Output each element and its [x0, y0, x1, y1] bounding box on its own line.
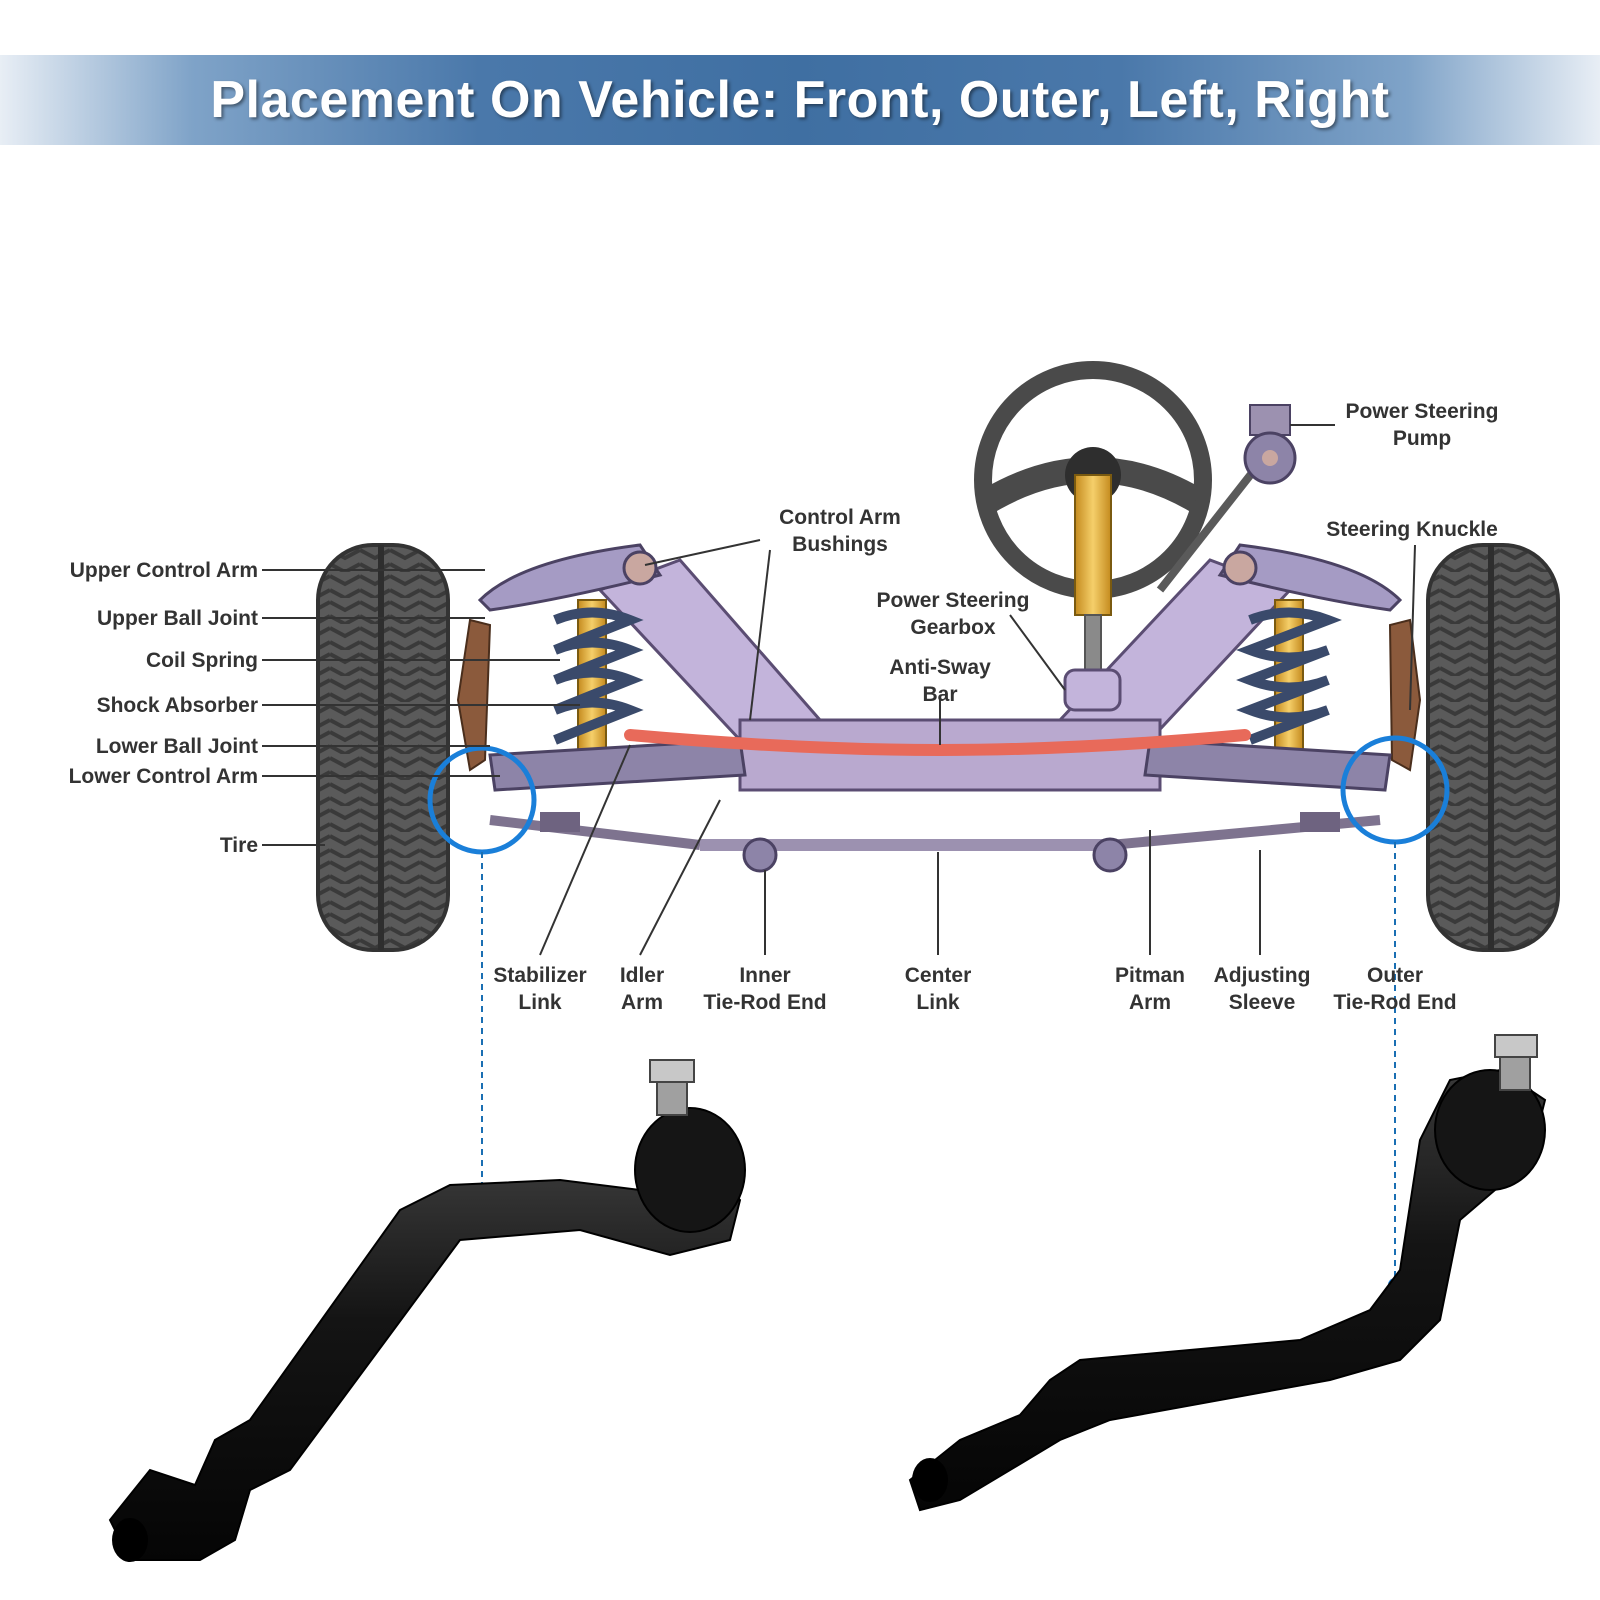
power-steering-gearbox: [1063, 668, 1122, 712]
title-banner: Placement On Vehicle: Front, Outer, Left…: [0, 55, 1600, 145]
right-steering-knuckle: [1388, 618, 1422, 772]
steering-column: [1074, 474, 1112, 676]
left-coil-spring: [553, 599, 644, 751]
label-outer-tie-rod-end-1: Outer: [1367, 964, 1423, 987]
label-center-link-1: Center: [905, 964, 972, 987]
label-upper-control-arm: Upper Control Arm: [70, 559, 258, 582]
label-center-link-2: Link: [916, 991, 959, 1014]
label-lower-control-arm: Lower Control Arm: [69, 765, 258, 788]
label-power-steering-gearbox-2: Gearbox: [910, 616, 996, 639]
label-lower-ball-joint: Lower Ball Joint: [96, 735, 258, 758]
label-upper-ball-joint: Upper Ball Joint: [97, 607, 258, 630]
banner-title: Placement On Vehicle: Front, Outer, Left…: [210, 71, 1390, 129]
steering-linkage: [489, 812, 1381, 873]
label-tire: Tire: [220, 834, 258, 857]
anti-sway-bar: [624, 729, 1251, 757]
right-tire: [1426, 543, 1560, 952]
label-power-steering-pump-1: Power Steering: [1346, 400, 1499, 423]
left-tire: [316, 543, 450, 952]
right-tie-rod-end-part: [908, 1034, 1547, 1512]
label-adjusting-sleeve-1: Adjusting: [1214, 964, 1311, 987]
left-lower-control-arm: [488, 738, 747, 792]
label-adjusting-sleeve-2: Sleeve: [1229, 991, 1296, 1014]
label-anti-sway-bar-1: Anti-Sway: [889, 656, 991, 679]
left-tie-rod-end-part: [108, 1059, 746, 1562]
label-control-arm-bushings-2: Bushings: [792, 533, 888, 556]
left-upper-control-arm: [477, 543, 663, 612]
label-power-steering-pump-2: Pump: [1393, 427, 1451, 450]
label-idler-arm-1: Idler: [620, 964, 664, 987]
label-pitman-arm-1: Pitman: [1115, 964, 1185, 987]
label-shock-absorber: Shock Absorber: [97, 694, 258, 717]
leader-lines: [262, 424, 1416, 956]
right-upper-control-arm: [1217, 543, 1403, 612]
left-steering-knuckle: [456, 618, 492, 772]
label-inner-tie-rod-end-1: Inner: [739, 964, 790, 987]
label-stabilizer-link-1: Stabilizer: [493, 964, 586, 987]
label-idler-arm-2: Arm: [621, 991, 663, 1014]
label-inner-tie-rod-end-2: Tie-Rod End: [703, 991, 826, 1014]
label-anti-sway-bar-2: Bar: [922, 683, 957, 706]
power-steering-pump: [1156, 404, 1297, 593]
label-coil-spring: Coil Spring: [146, 649, 258, 672]
label-power-steering-gearbox-1: Power Steering: [877, 589, 1030, 612]
label-control-arm-bushings-1: Control Arm: [779, 506, 901, 529]
label-outer-tie-rod-end-2: Tie-Rod End: [1333, 991, 1456, 1014]
label-stabilizer-link-2: Link: [518, 991, 561, 1014]
label-pitman-arm-2: Arm: [1129, 991, 1171, 1014]
label-steering-knuckle: Steering Knuckle: [1326, 518, 1498, 541]
right-coil-spring: [1236, 599, 1342, 751]
right-lower-control-arm: [1143, 738, 1392, 792]
